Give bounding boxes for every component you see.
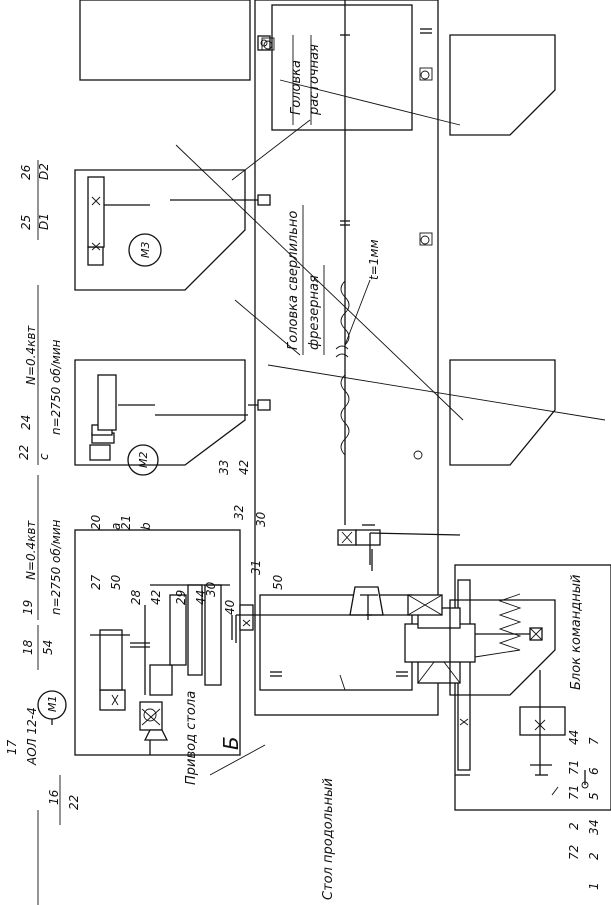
callout-20: 20 a: [89, 514, 123, 530]
command-block: [454, 564, 611, 811]
svg-text:50: 50: [271, 574, 285, 590]
svg-text:6: 6: [587, 767, 601, 775]
callout-19: 19 N=0.4квт n=2750 об/мин: [21, 519, 63, 615]
callout-22: 22 c: [17, 445, 51, 460]
motor-m3-label: M3: [139, 242, 152, 259]
callout-30: 30 40: [204, 581, 237, 615]
table-drive-label: Привод стола: [184, 691, 199, 785]
motor-m1-label: M1: [46, 696, 59, 713]
callout-28: 28 42: [129, 589, 163, 605]
drill-head-gearbox: [74, 359, 246, 466]
longitudinal-table: [259, 594, 413, 691]
svg-text:40: 40: [223, 599, 237, 615]
svg-text:30: 30: [254, 511, 268, 527]
callout-26: 26 D2: [19, 163, 51, 180]
svg-text:54: 54: [41, 640, 55, 655]
callout-25: 25 D1: [19, 213, 51, 230]
svg-text:50: 50: [109, 574, 123, 590]
svg-text:1: 1: [587, 882, 601, 890]
command-block-label: Блок командный: [569, 575, 584, 690]
svg-text:29: 29: [174, 590, 188, 605]
svg-text:22: 22: [67, 795, 81, 810]
svg-text:71: 71: [567, 785, 581, 800]
svg-text:n=2750 об/мин: n=2750 об/мин: [49, 519, 63, 615]
tool-block-2: [449, 359, 556, 466]
svg-text:c: c: [37, 453, 51, 460]
longitudinal-table-label: Стол продольный: [321, 778, 336, 900]
tool-block-3: [449, 34, 556, 136]
motor-m2-label: M2: [137, 452, 150, 469]
svg-text:44: 44: [567, 730, 581, 745]
svg-text:32: 32: [232, 505, 246, 520]
callout-16: 16 22: [47, 789, 81, 810]
left-top-block: [79, 0, 251, 81]
callout-33: 33 42: [217, 460, 251, 475]
svg-text:4: 4: [587, 819, 601, 827]
pitch-label: t=1мм: [367, 240, 381, 281]
boring-head-label-2: расточная: [307, 44, 322, 116]
callout-32: 32 30: [232, 505, 268, 527]
svg-text:20: 20: [89, 514, 103, 530]
svg-text:a: a: [109, 523, 123, 530]
svg-text:n=2750 об/мин: n=2750 об/мин: [49, 339, 63, 435]
svg-text:33: 33: [217, 460, 231, 475]
svg-text:N=0.4квт: N=0.4квт: [24, 325, 38, 385]
svg-text:24: 24: [19, 415, 33, 430]
svg-text:16: 16: [47, 789, 61, 805]
svg-text:26: 26: [19, 164, 33, 180]
svg-text:17: 17: [5, 739, 19, 755]
svg-text:21: 21: [119, 515, 133, 530]
motor-m2: [127, 444, 159, 476]
callout-18: 18 54: [21, 639, 55, 655]
boring-head-label-1: Головка: [289, 60, 304, 115]
svg-text:D1: D1: [37, 213, 51, 230]
svg-text:N=0.4квт: N=0.4квт: [24, 520, 38, 580]
svg-text:31: 31: [249, 560, 263, 575]
bottom-callout-row: 1 2 72 3 4 2 5 71 6 71 7 44: [567, 730, 601, 890]
svg-text:71: 71: [567, 760, 581, 775]
svg-text:7: 7: [587, 737, 601, 745]
svg-text:АОЛ 12-4: АОЛ 12-4: [25, 707, 39, 766]
callout-31: 31 50: [249, 560, 285, 590]
machine-frame: [254, 0, 439, 716]
callout-21: 21 b: [119, 515, 153, 530]
svg-text:28: 28: [129, 589, 143, 605]
svg-text:19: 19: [21, 600, 35, 615]
svg-text:30: 30: [204, 581, 218, 597]
callout-24: 24 N=0.4квт n=2750 об/мин: [19, 325, 63, 435]
svg-text:42: 42: [237, 460, 251, 475]
boring-head-block: [271, 4, 413, 131]
svg-text:3: 3: [587, 827, 601, 835]
drill-mill-head-label-1: Головка сверлильно: [286, 211, 301, 350]
svg-text:18: 18: [21, 639, 35, 655]
gearbox-letter: Б: [219, 736, 243, 750]
motor-m3: [128, 233, 162, 267]
drill-mill-head-label-2: фрезерная: [307, 275, 322, 350]
svg-text:72: 72: [567, 845, 581, 860]
callout-29: 29 44: [174, 590, 208, 605]
callout-27: 27 50: [89, 574, 123, 590]
callout-17: 17 АОЛ 12-4: [5, 707, 39, 766]
svg-text:25: 25: [19, 215, 33, 230]
svg-text:22: 22: [17, 445, 31, 460]
svg-text:D2: D2: [37, 163, 51, 180]
svg-text:5: 5: [587, 792, 601, 800]
tool-block-1: [449, 599, 556, 696]
svg-text:42: 42: [149, 590, 163, 605]
svg-text:b: b: [139, 522, 153, 530]
table-drive-gearbox: [74, 529, 241, 756]
svg-text:2: 2: [567, 822, 581, 830]
svg-text:27: 27: [89, 574, 103, 590]
svg-text:44: 44: [194, 590, 208, 605]
svg-text:2: 2: [587, 852, 601, 860]
